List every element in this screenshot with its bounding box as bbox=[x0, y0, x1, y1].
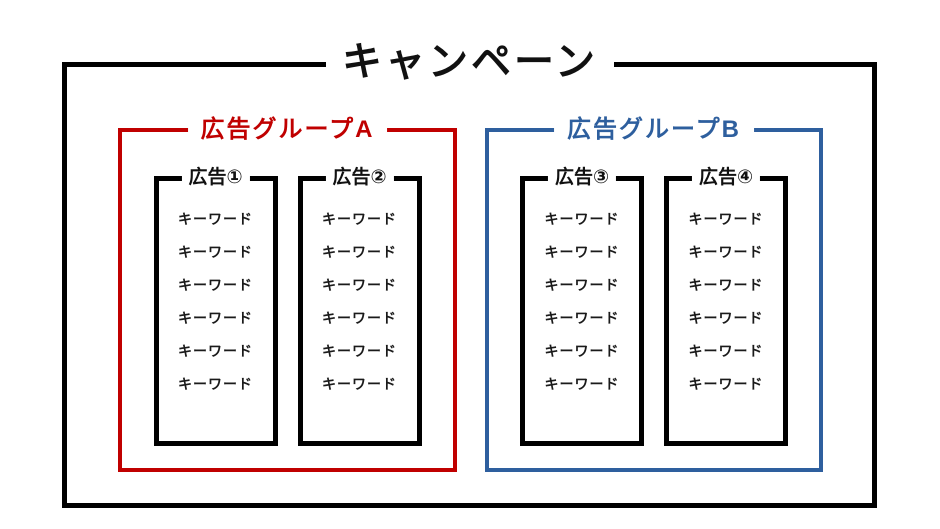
keyword-item: キーワード bbox=[178, 343, 253, 359]
keyword-item: キーワード bbox=[322, 277, 397, 293]
keyword-item: キーワード bbox=[544, 376, 620, 392]
ad-3-box: 広告③ キーワード キーワード キーワード キーワード キーワード キーワード bbox=[520, 166, 644, 446]
ad-1-label: 広告① bbox=[181, 166, 250, 190]
keyword-item: キーワード bbox=[688, 310, 764, 326]
keyword-item: キーワード bbox=[178, 244, 253, 260]
keyword-item: キーワード bbox=[322, 310, 397, 326]
ad-group-b-box: 広告グループB 広告③ キーワード キーワード キーワード キーワード キーワー… bbox=[485, 116, 823, 472]
keyword-item: キーワード bbox=[544, 277, 620, 293]
ad-4-box: 広告④ キーワード キーワード キーワード キーワード キーワード キーワード bbox=[664, 166, 788, 446]
keyword-item: キーワード bbox=[688, 277, 764, 293]
keyword-item: キーワード bbox=[322, 244, 397, 260]
keyword-item: キーワード bbox=[322, 376, 397, 392]
ad-2-label: 広告② bbox=[325, 166, 394, 190]
ad-4-label: 広告④ bbox=[691, 166, 761, 190]
ad-group-b-ads: 広告③ キーワード キーワード キーワード キーワード キーワード キーワード … bbox=[489, 166, 819, 446]
ad-1-box: 広告① キーワード キーワード キーワード キーワード キーワード キーワード bbox=[153, 166, 278, 446]
ad-group-a-box: 広告グループA 広告① キーワード キーワード キーワード キーワード キーワー… bbox=[118, 116, 457, 472]
keyword-item: キーワード bbox=[688, 376, 764, 392]
keyword-item: キーワード bbox=[688, 211, 764, 227]
keyword-item: キーワード bbox=[544, 244, 620, 260]
ad-group-b-label: 広告グループB bbox=[554, 116, 754, 144]
keyword-item: キーワード bbox=[178, 376, 253, 392]
keyword-item: キーワード bbox=[688, 244, 764, 260]
keyword-item: キーワード bbox=[322, 343, 397, 359]
ad-group-a-ads: 広告① キーワード キーワード キーワード キーワード キーワード キーワード … bbox=[122, 166, 453, 446]
campaign-title: キャンペーン bbox=[326, 39, 614, 85]
keyword-item: キーワード bbox=[688, 343, 764, 359]
keyword-item: キーワード bbox=[544, 343, 620, 359]
keyword-item: キーワード bbox=[178, 211, 253, 227]
ad-group-a-label: 広告グループA bbox=[187, 116, 388, 144]
keyword-item: キーワード bbox=[544, 211, 620, 227]
keyword-item: キーワード bbox=[178, 310, 253, 326]
keyword-item: キーワード bbox=[544, 310, 620, 326]
ad-2-box: 広告② キーワード キーワード キーワード キーワード キーワード キーワード bbox=[297, 166, 422, 446]
ad-3-label: 広告③ bbox=[547, 166, 617, 190]
keyword-item: キーワード bbox=[178, 277, 253, 293]
keyword-item: キーワード bbox=[322, 211, 397, 227]
